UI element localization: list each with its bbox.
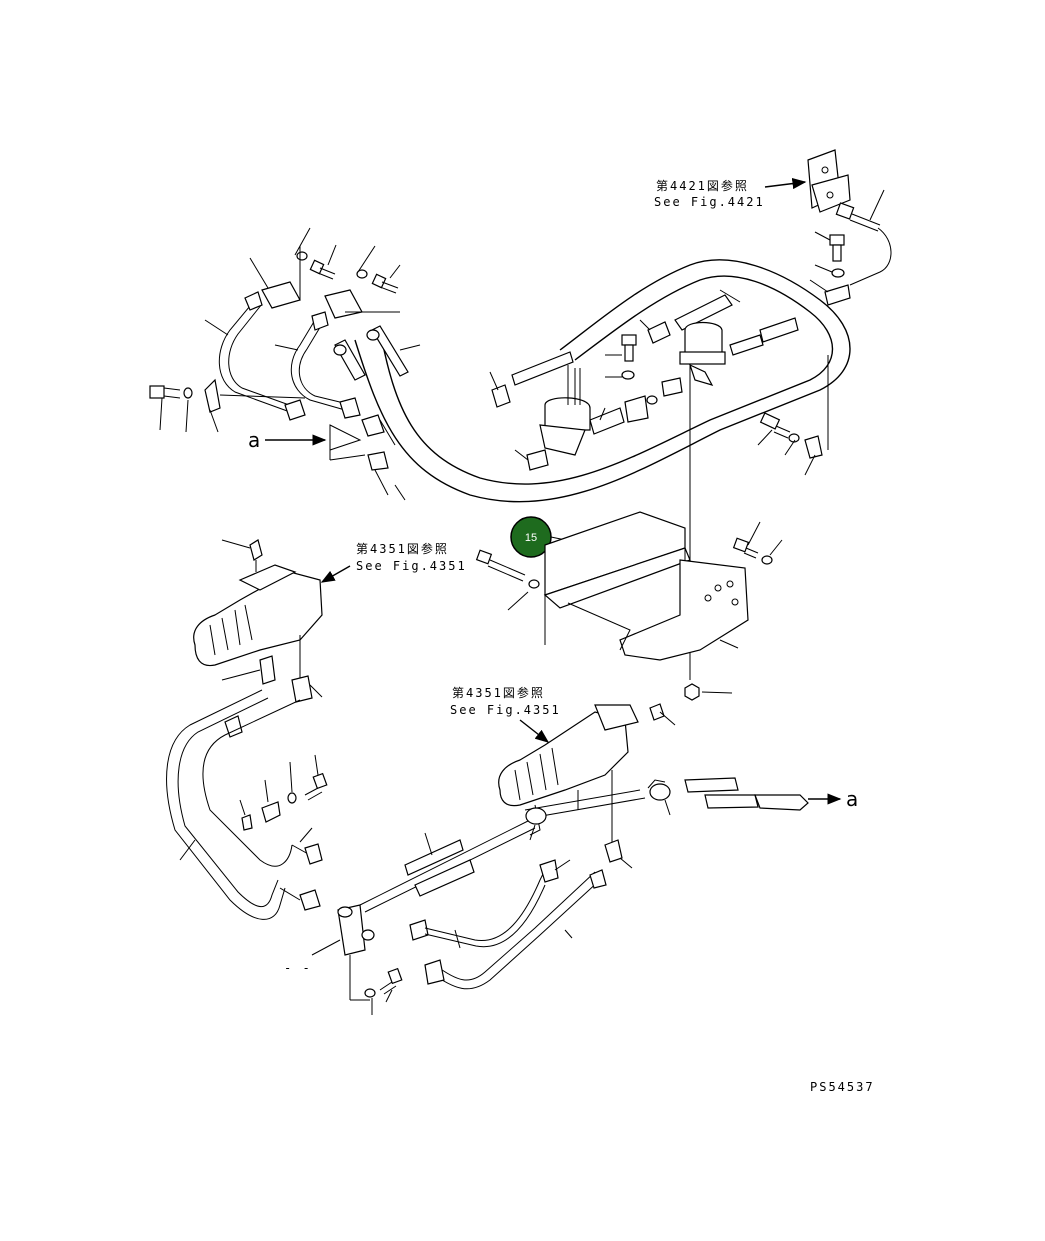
elbows-left-middle <box>221 655 323 703</box>
bolt-center <box>605 334 637 380</box>
bolt-far-left <box>149 385 193 433</box>
pipe-horizontal-lower <box>524 777 809 841</box>
hose-lower-diagonal-2 <box>409 859 571 949</box>
marker-a-left: a <box>248 428 260 452</box>
marker-a-right: a <box>846 787 858 811</box>
mounting-bracket-center <box>543 511 749 661</box>
fig4351-lower-ref-en: See Fig.4351 <box>450 703 561 717</box>
brake-valve-lower <box>498 703 676 869</box>
bolt-upper-right <box>835 189 892 286</box>
drawing-code: PS54537 <box>810 1080 875 1094</box>
bolt-small-right <box>809 231 851 306</box>
hose-lower-long <box>424 869 607 990</box>
bracket-left <box>204 378 306 433</box>
brake-valve-upper <box>193 539 323 680</box>
elbow-fittings-center <box>589 377 683 435</box>
stray-mark: - - <box>284 961 312 975</box>
bracket-fig4421 <box>807 149 851 213</box>
small-parts-left <box>239 754 328 831</box>
bolt-washer-right-middle <box>757 412 823 476</box>
fig4421-ref-jp: 第4421図参照 <box>656 178 749 193</box>
clamp-upper-left <box>249 246 400 319</box>
relay-valve-upper <box>679 317 799 680</box>
fig4351-upper-ref-jp: 第4351図参照 <box>356 541 449 556</box>
upper-hose-loop <box>354 259 851 503</box>
bolt-group-upper-left <box>294 227 401 294</box>
fig4421-ref-en: See Fig.4421 <box>654 195 765 209</box>
pressure-switch <box>539 365 591 456</box>
hose-fitting-upper-center <box>639 289 741 344</box>
callout-15[interactable]: 15 <box>510 516 552 558</box>
long-bolt-center <box>475 549 540 611</box>
fig4351-upper-ref-en: See Fig.4351 <box>356 559 467 573</box>
hose-left-second <box>202 699 323 867</box>
fig4351-lower-ref-jp: 第4351図参照 <box>452 685 545 700</box>
callout-15-number: 15 <box>525 532 537 544</box>
clamp-left-lower <box>329 414 406 501</box>
hose-left-upper <box>204 291 306 421</box>
hose-left-large-loop <box>166 689 286 920</box>
hose-end-upper <box>489 351 574 471</box>
bolt-center-right <box>732 521 783 565</box>
nut-center <box>684 683 733 701</box>
hose-lower-diagonal-1 <box>359 819 536 913</box>
coupling-block-lower <box>279 887 375 1001</box>
hose-left-tube <box>333 325 421 381</box>
hose-left-middle <box>274 311 361 419</box>
bolt-lower-left <box>364 967 403 1015</box>
